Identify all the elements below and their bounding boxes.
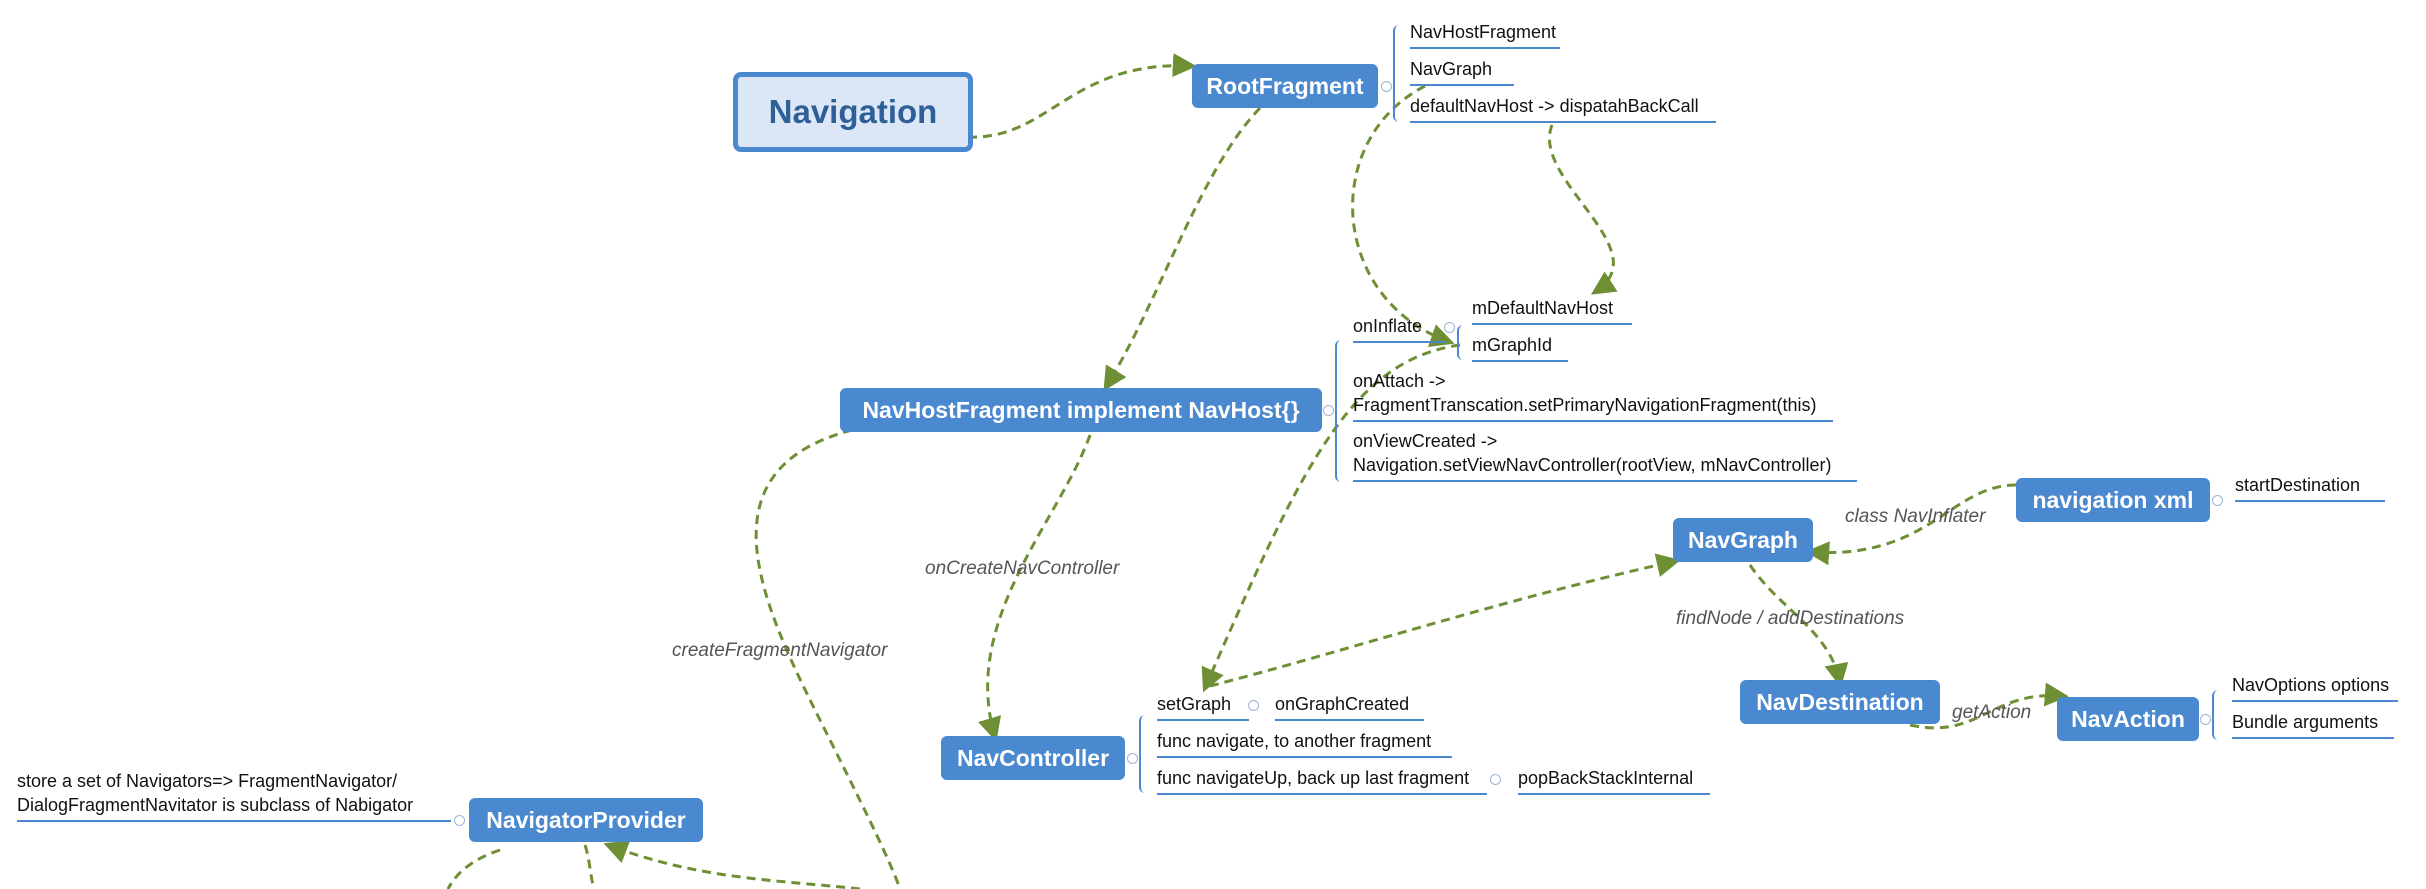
on-inflate-collapse-icon[interactable] (1444, 322, 1455, 333)
leaf-on-inflate[interactable]: onInflate (1353, 314, 1445, 343)
leaf-bundle-arguments[interactable]: Bundle arguments (2232, 710, 2394, 739)
edge-navgraph-to-mgraphid (1351, 84, 1455, 347)
root-fragment-branch (1393, 25, 1405, 122)
node-root-fragment[interactable]: RootFragment (1192, 64, 1378, 108)
leaf-navhostfragment[interactable]: NavHostFragment (1410, 20, 1560, 49)
node-nav-action-label: NavAction (2071, 705, 2185, 732)
edge-setgraph-to-navgraph (1209, 553, 1681, 688)
edge-mgraphid-to-setgraph (1201, 343, 1461, 693)
set-graph-collapse-icon[interactable] (1248, 700, 1259, 711)
edge-navdestination-to-navaction (1909, 682, 2069, 730)
leaf-on-view-created[interactable]: onViewCreated -> Navigation.setViewNavCo… (1353, 429, 1857, 482)
leaf-nav-options[interactable]: NavOptions options (2232, 673, 2398, 702)
node-nav-action[interactable]: NavAction (2057, 697, 2199, 741)
edge-defaultnavhost-to-mdefaultnavhost (1548, 124, 1618, 295)
edge-navigation-to-rootfragment (967, 53, 1197, 139)
leaf-m-default-nav-host[interactable]: mDefaultNavHost (1472, 296, 1632, 325)
node-navigator-provider[interactable]: NavigatorProvider (469, 798, 703, 842)
on-inflate-branch (1457, 325, 1469, 360)
nav-controller-collapse-icon[interactable] (1127, 753, 1138, 764)
edge-navgraph-to-navdestination (1748, 564, 1849, 688)
root-fragment-collapse-icon[interactable] (1381, 81, 1392, 92)
node-nav-graph-label: NavGraph (1688, 526, 1798, 553)
node-root-fragment-label: RootFragment (1206, 72, 1364, 99)
node-navigation-xml-label: navigation xml (2032, 486, 2194, 513)
leaf-set-graph[interactable]: setGraph (1157, 692, 1249, 721)
edge-label-get-action: getAction (1952, 702, 2032, 723)
leaf-on-attach[interactable]: onAttach -> FragmentTranscation.setPrima… (1353, 369, 1833, 422)
leaf-pop-back-stack[interactable]: popBackStackInternal (1518, 766, 1710, 795)
leaf-func-navigate[interactable]: func navigate, to another fragment (1157, 729, 1452, 758)
navigation-xml-collapse-icon[interactable] (2212, 495, 2223, 506)
nav-controller-branch (1139, 715, 1151, 793)
edge-label-class-nav-inflater: class NavInflater (1845, 506, 1986, 527)
node-nav-graph[interactable]: NavGraph (1673, 518, 1813, 562)
edge-navigationxml-to-navgraph (1805, 483, 2017, 566)
node-nav-controller[interactable]: NavController (941, 736, 1125, 780)
node-nav-host-fragment-label: NavHostFragment implement NavHost{} (862, 396, 1300, 423)
edge-rootfragment-to-navhostfragment (1103, 106, 1262, 392)
node-navigator-provider-label: NavigatorProvider (486, 806, 686, 833)
edge-navigatorprovider-a (446, 848, 501, 889)
leaf-start-destination[interactable]: startDestination (2235, 473, 2385, 502)
edge-navhostfragment-to-navcontroller (978, 434, 1092, 742)
leaf-func-navigate-up[interactable]: func navigateUp, back up last fragment (1157, 766, 1487, 795)
node-nav-destination[interactable]: NavDestination (1740, 680, 1940, 724)
leaf-on-graph-created[interactable]: onGraphCreated (1275, 692, 1424, 721)
nav-action-branch (2212, 690, 2224, 740)
leaf-m-graph-id[interactable]: mGraphId (1472, 333, 1568, 362)
func-navigate-up-collapse-icon[interactable] (1490, 774, 1501, 785)
nav-action-collapse-icon[interactable] (2200, 714, 2211, 725)
central-topic-label: Navigation (768, 93, 938, 130)
node-nav-host-fragment[interactable]: NavHostFragment implement NavHost{} (840, 388, 1322, 432)
edge-label-create-fragment-navigator: createFragmentNavigator (672, 640, 888, 661)
edge-label-on-create-nav-controller: onCreateNavController (925, 558, 1120, 579)
edge-navhostfragment-to-navigatorprovider (754, 428, 902, 889)
nav-host-fragment-branch (1335, 340, 1347, 482)
node-navigation-xml[interactable]: navigation xml (2016, 478, 2210, 522)
leaf-navgraph[interactable]: NavGraph (1410, 57, 1514, 86)
edge-label-find-node: findNode / addDestinations (1676, 608, 1905, 629)
leaf-store-navigators[interactable]: store a set of Navigators=> FragmentNavi… (17, 769, 451, 822)
nav-host-fragment-collapse-icon[interactable] (1323, 405, 1334, 416)
edge-navigatorprovider-c (603, 840, 861, 889)
leaf-default-nav-host[interactable]: defaultNavHost -> dispatahBackCall (1410, 94, 1716, 123)
edge-navigatorprovider-b (583, 844, 596, 889)
navigator-provider-collapse-icon[interactable] (454, 815, 465, 826)
central-topic-navigation[interactable]: Navigation (733, 72, 973, 152)
node-nav-destination-label: NavDestination (1756, 688, 1924, 715)
node-nav-controller-label: NavController (956, 744, 1110, 771)
